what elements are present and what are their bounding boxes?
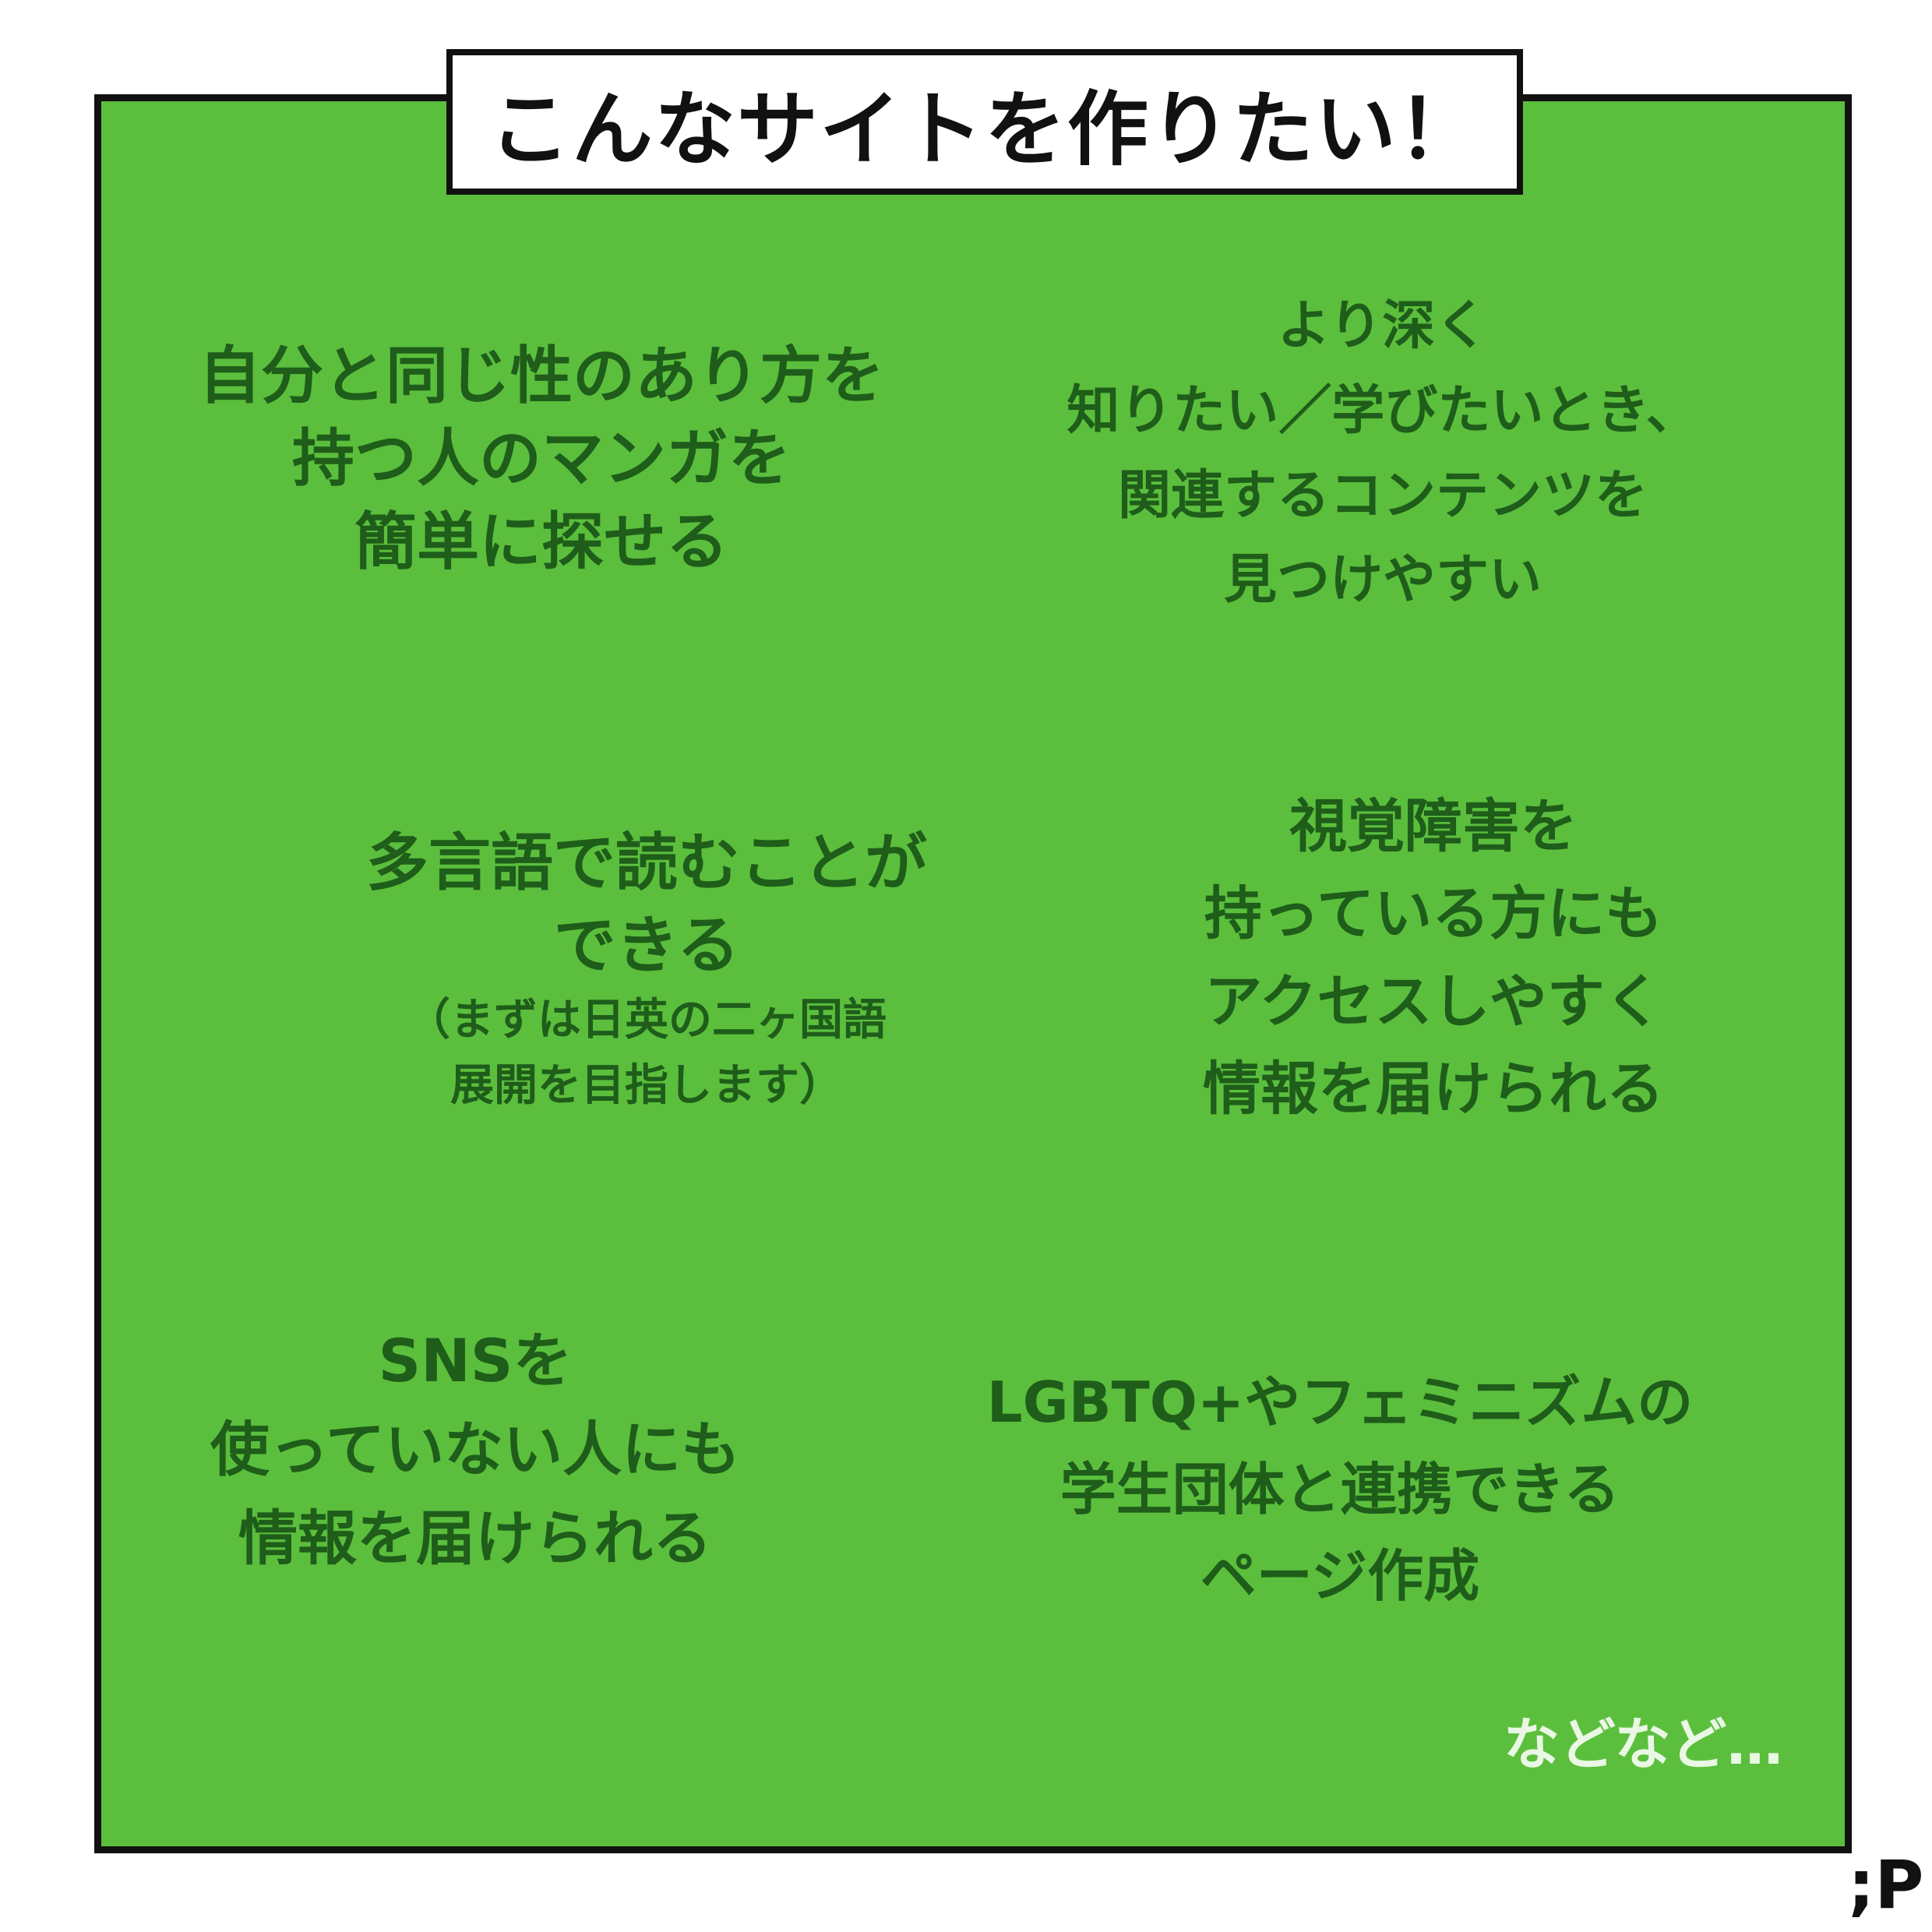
green-panel [94, 94, 1852, 1853]
bubble-5-line-3: 情報を届けられる [238, 1504, 712, 1573]
etc-caption: などなど… [1504, 1712, 1783, 1777]
bubble-3-line-2: できる [553, 909, 740, 982]
page-title: こんなサイトを作りたい！ [488, 82, 1480, 177]
bubble-3-note-line-2: 展開を目指します） [450, 1059, 843, 1111]
bubble-3-line-1: 多言語で読むことが [366, 827, 927, 899]
bubble-6-line-2: 学生団体と連携できる [1059, 1456, 1620, 1522]
bubble-6-line-3: ページ作成 [1200, 1543, 1480, 1609]
bubble-1-line-1: 自分と同じ性のあり方を [199, 340, 884, 412]
bubble-2-line-4: 見つけやすい [1223, 549, 1542, 612]
signature: ;P [1848, 1846, 1924, 1924]
bubble-4-line-1: 視覚障害を [1289, 793, 1578, 860]
bubble-text-1: 自分と同じ性のあり方を 持つ人のマンガを 簡単に探せる [140, 335, 943, 583]
bubble-3-note-line-1: （まずは日英の二ヶ国語 [407, 994, 887, 1045]
bubble-2-line-1: より深く [1277, 295, 1489, 357]
bubble-4-line-2: 持っている方にも [1204, 880, 1663, 948]
bubble-text-2: より深く 知りたい／学びたいとき、 関連するコンテンツを 見つけやすい [1013, 284, 1753, 623]
title-box: こんなサイトを作りたい！ [446, 49, 1523, 195]
bubble-5-line-1: SNSを [378, 1326, 573, 1395]
bubble-4-line-4: 情報を届けられる [1203, 1056, 1664, 1123]
bubble-text-5: SNSを 使っていない人にも 情報を届けられる [148, 1317, 802, 1583]
bubble-4-line-3: アクセスしやすく [1204, 968, 1662, 1035]
bubble-2-line-3: 関連するコンテンツを [1117, 464, 1648, 527]
bubble-text-4: 視覚障害を 持っている方にも アクセスしやすく 情報を届けられる [1091, 783, 1776, 1133]
bubble-1-line-2: 持つ人のマンガを [292, 422, 791, 495]
bubble-6-line-1: LGBTQ+やフェミニズムの [986, 1370, 1694, 1435]
bubble-5-line-2: 使っていない人にも [210, 1415, 741, 1484]
bubble-text-3: 多言語で読むことが できる （まずは日英の二ヶ国語 展開を目指します） [288, 822, 1005, 1119]
bubble-1-line-3: 簡単に探せる [354, 505, 728, 578]
bubble-text-6: LGBTQ+やフェミニズムの 学生団体と連携できる ページ作成 [935, 1359, 1745, 1620]
bubble-2-line-2: 知りたい／学びたいとき、 [1066, 379, 1699, 442]
